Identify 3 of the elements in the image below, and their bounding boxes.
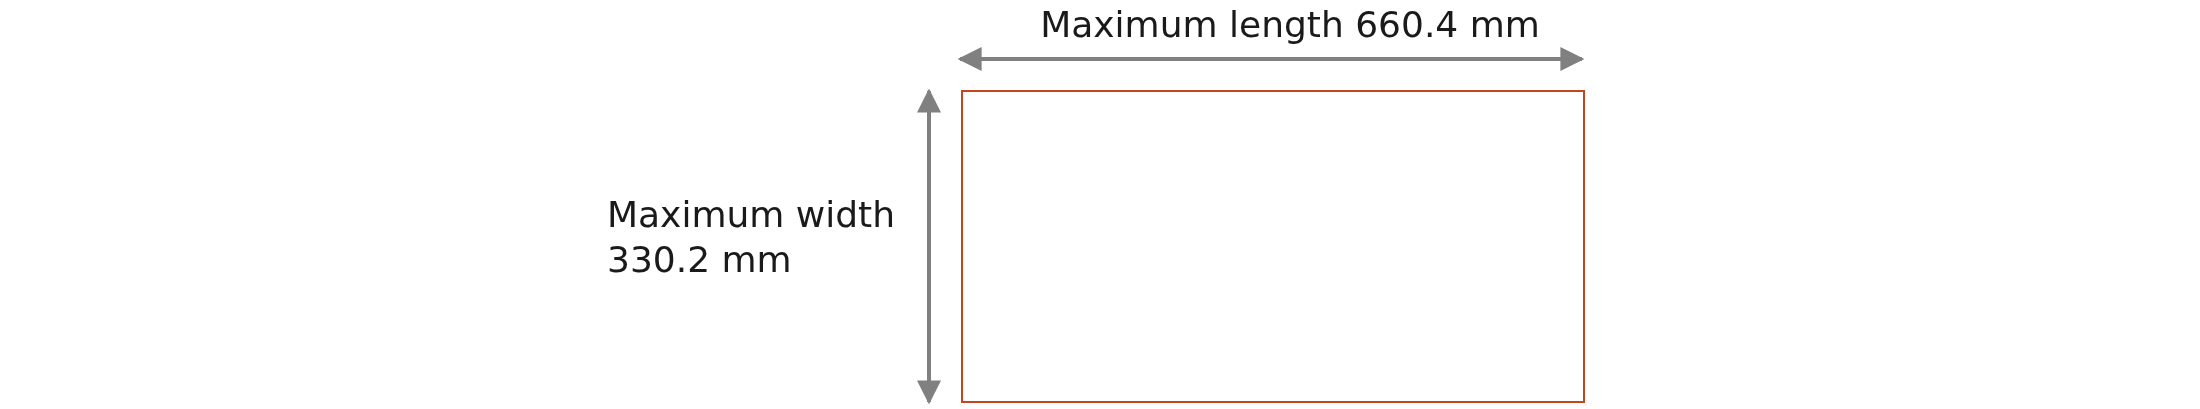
rectangle-outline: [961, 90, 1585, 403]
dimension-label: Maximum width 330.2 mm: [607, 193, 897, 282]
dimension-label: Maximum length 660.4 mm: [1039, 3, 1541, 47]
